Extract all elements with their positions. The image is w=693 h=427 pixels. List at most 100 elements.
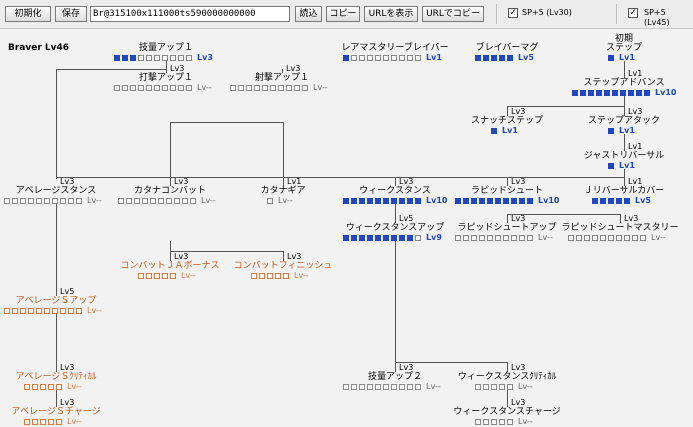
level-pip[interactable]: [375, 383, 381, 390]
skill-level-snatch-step[interactable]: Lv1: [491, 126, 518, 135]
skill-level-brave-mag[interactable]: Lv5: [475, 53, 534, 62]
level-pip[interactable]: [262, 84, 268, 91]
level-pip[interactable]: [270, 84, 276, 91]
level-pip[interactable]: [275, 272, 281, 279]
level-pip[interactable]: [367, 54, 373, 61]
sp-lv30-checkbox[interactable]: ✓: [508, 8, 518, 18]
level-pip[interactable]: [130, 54, 136, 61]
skill-level-average-s-up[interactable]: Lv--: [4, 306, 102, 315]
level-pip[interactable]: [162, 84, 168, 91]
level-pip[interactable]: [142, 197, 148, 204]
level-pip[interactable]: [636, 89, 642, 96]
level-pip[interactable]: [527, 234, 533, 241]
level-pip[interactable]: [483, 54, 489, 61]
level-pip[interactable]: [359, 234, 365, 241]
level-pip[interactable]: [178, 54, 184, 61]
level-pip[interactable]: [375, 234, 381, 241]
level-pip[interactable]: [351, 54, 357, 61]
level-pip[interactable]: [620, 89, 626, 96]
level-pip[interactable]: [230, 84, 236, 91]
level-pip[interactable]: [251, 272, 257, 279]
level-pip[interactable]: [407, 197, 413, 204]
skill-level-combat-j-bonus[interactable]: Lv--: [138, 271, 196, 280]
build-code-input[interactable]: Br@315100x111000ts590000000000: [90, 6, 290, 22]
level-pip[interactable]: [483, 418, 489, 425]
level-pip[interactable]: [359, 54, 365, 61]
level-pip[interactable]: [519, 197, 525, 204]
skill-level-average-stance[interactable]: Lv--: [4, 196, 102, 205]
level-pip[interactable]: [278, 84, 284, 91]
level-pip[interactable]: [286, 84, 292, 91]
level-pip[interactable]: [499, 383, 505, 390]
level-pip[interactable]: [608, 162, 614, 169]
level-pip[interactable]: [146, 84, 152, 91]
skill-level-rapid-shoot[interactable]: Lv10: [455, 196, 559, 205]
level-pip[interactable]: [154, 272, 160, 279]
level-pip[interactable]: [24, 383, 30, 390]
level-pip[interactable]: [608, 234, 614, 241]
level-pip[interactable]: [640, 234, 646, 241]
level-pip[interactable]: [68, 197, 74, 204]
skill-level-dageki-up-1[interactable]: Lv--: [114, 83, 212, 92]
level-pip[interactable]: [4, 197, 10, 204]
level-pip[interactable]: [122, 54, 128, 61]
level-pip[interactable]: [283, 272, 289, 279]
level-pip[interactable]: [4, 307, 10, 314]
level-pip[interactable]: [162, 54, 168, 61]
level-pip[interactable]: [572, 89, 578, 96]
copy-url-button[interactable]: URLでコピー: [422, 6, 484, 22]
level-pip[interactable]: [48, 383, 54, 390]
skill-level-weak-stance-critical[interactable]: Lv--: [475, 382, 533, 391]
level-pip[interactable]: [359, 383, 365, 390]
level-pip[interactable]: [367, 234, 373, 241]
level-pip[interactable]: [644, 89, 650, 96]
level-pip[interactable]: [616, 234, 622, 241]
level-pip[interactable]: [367, 197, 373, 204]
level-pip[interactable]: [399, 54, 405, 61]
level-pip[interactable]: [52, 197, 58, 204]
level-pip[interactable]: [351, 197, 357, 204]
level-pip[interactable]: [130, 84, 136, 91]
level-pip[interactable]: [588, 89, 594, 96]
level-pip[interactable]: [415, 234, 421, 241]
level-pip[interactable]: [146, 54, 152, 61]
level-pip[interactable]: [475, 54, 481, 61]
level-pip[interactable]: [44, 197, 50, 204]
level-pip[interactable]: [166, 197, 172, 204]
level-pip[interactable]: [608, 54, 614, 61]
level-pip[interactable]: [40, 418, 46, 425]
level-pip[interactable]: [503, 197, 509, 204]
level-pip[interactable]: [519, 234, 525, 241]
level-pip[interactable]: [12, 197, 18, 204]
level-pip[interactable]: [511, 197, 517, 204]
skill-level-katana-combat[interactable]: Lv--: [118, 196, 216, 205]
level-pip[interactable]: [407, 54, 413, 61]
skill-level-average-s-charge[interactable]: Lv--: [24, 417, 82, 426]
level-pip[interactable]: [624, 234, 630, 241]
level-pip[interactable]: [28, 307, 34, 314]
level-pip[interactable]: [254, 84, 260, 91]
level-pip[interactable]: [632, 234, 638, 241]
level-pip[interactable]: [608, 197, 614, 204]
level-pip[interactable]: [616, 197, 622, 204]
level-pip[interactable]: [367, 383, 373, 390]
level-pip[interactable]: [28, 197, 34, 204]
skill-level-step-init[interactable]: Lv1: [608, 53, 635, 62]
level-pip[interactable]: [592, 197, 598, 204]
level-pip[interactable]: [114, 84, 120, 91]
level-pip[interactable]: [76, 307, 82, 314]
level-pip[interactable]: [527, 197, 533, 204]
level-pip[interactable]: [246, 84, 252, 91]
level-pip[interactable]: [407, 234, 413, 241]
skill-level-shageki-up-1[interactable]: Lv--: [230, 83, 328, 92]
level-pip[interactable]: [343, 54, 349, 61]
level-pip[interactable]: [495, 234, 501, 241]
level-pip[interactable]: [154, 84, 160, 91]
level-pip[interactable]: [138, 272, 144, 279]
load-button[interactable]: 読込: [295, 6, 322, 22]
level-pip[interactable]: [499, 418, 505, 425]
level-pip[interactable]: [375, 54, 381, 61]
level-pip[interactable]: [190, 197, 196, 204]
level-pip[interactable]: [608, 127, 614, 134]
level-pip[interactable]: [604, 89, 610, 96]
